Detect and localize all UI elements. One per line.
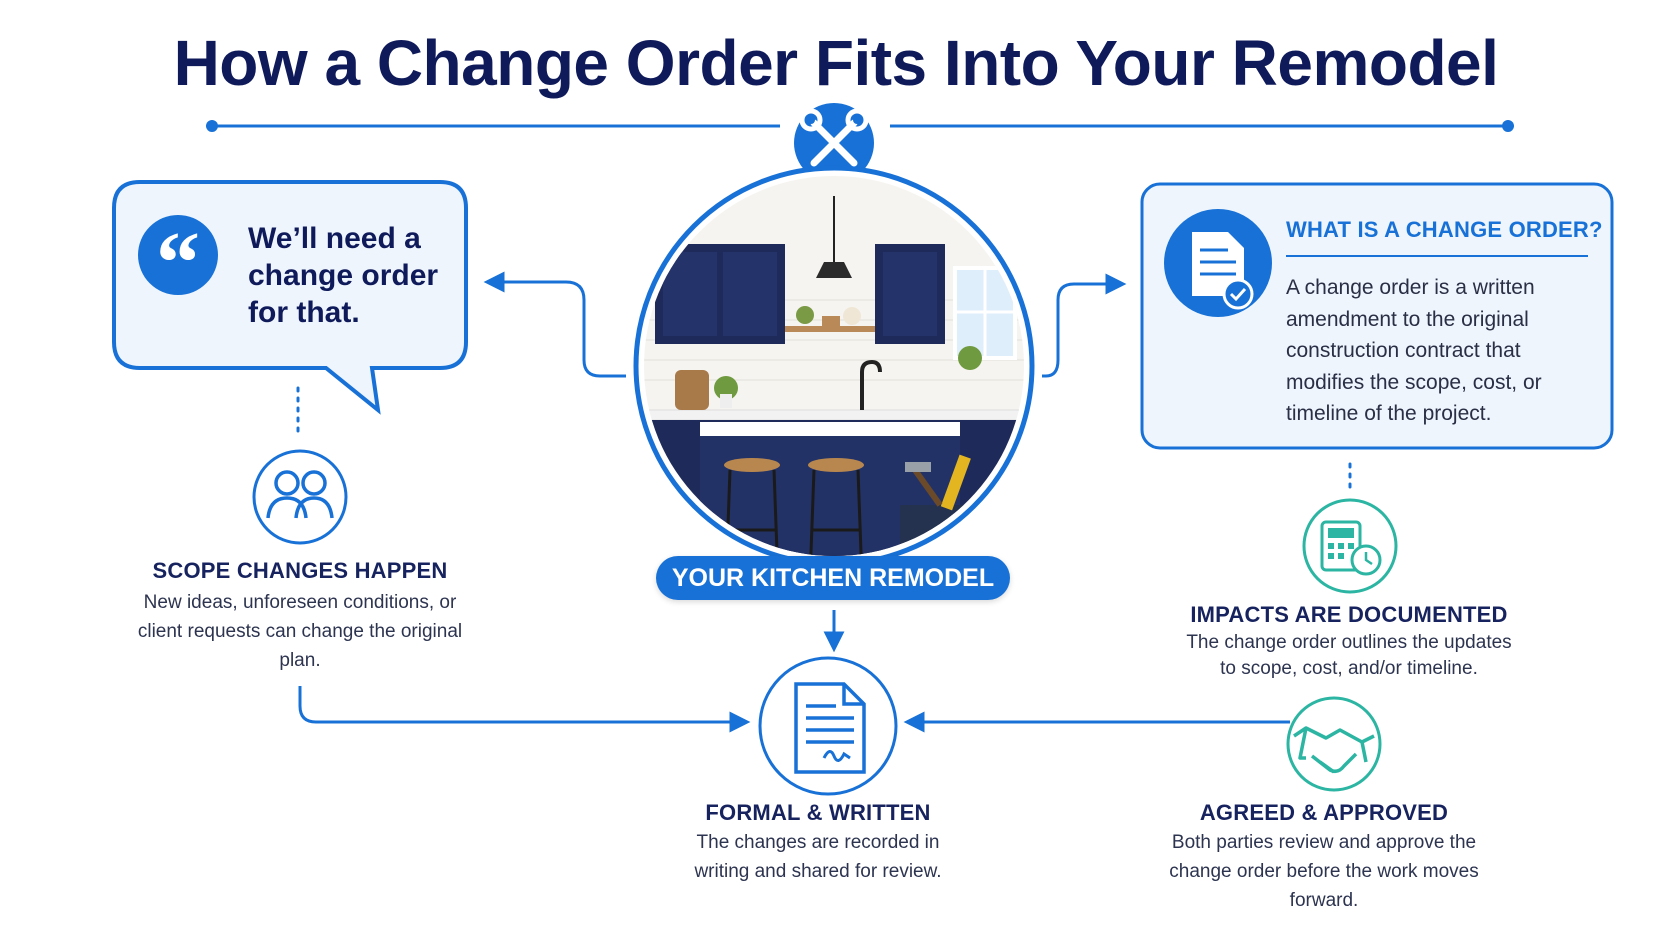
center-label: YOUR KITCHEN REMODEL — [656, 556, 1010, 600]
svg-text:“: “ — [156, 215, 200, 312]
calculator-clock-icon — [1302, 498, 1398, 594]
page-title: How a Change Order Fits Into Your Remode… — [173, 27, 1499, 99]
people-icon — [252, 449, 348, 545]
definition-body: A change order is a written amendment to… — [1286, 276, 1542, 425]
quote-icon: “ — [138, 215, 218, 312]
step-impacts-title: IMPACTS ARE DOCUMENTED — [1190, 602, 1508, 627]
step-scope-title: SCOPE CHANGES HAPPEN — [152, 558, 448, 583]
step-scope-body: New ideas, unforeseen conditions, or cli… — [137, 592, 463, 671]
step-scope: SCOPE CHANGES HAPPEN New ideas, unforese… — [120, 558, 480, 675]
kitchen-illustration — [633, 165, 1035, 567]
title-divider — [206, 120, 1514, 132]
document-check-icon — [1164, 209, 1272, 317]
step-agreed-title: AGREED & APPROVED — [1199, 800, 1449, 825]
step-agreed-body: Both parties review and approve the chan… — [1169, 832, 1479, 911]
step-formal-body: The changes are recorded in writing and … — [694, 832, 942, 882]
connectors — [298, 271, 1290, 733]
step-agreed: AGREED & APPROVED Both parties review an… — [1154, 800, 1494, 915]
tools-icon — [794, 103, 874, 183]
step-formal-title: FORMAL & WRITTEN — [705, 800, 931, 825]
step-formal: FORMAL & WRITTEN The changes are recorde… — [668, 800, 968, 886]
step-impacts: IMPACTS ARE DOCUMENTED The change order … — [1184, 602, 1514, 682]
definition-title: WHAT IS A CHANGE ORDER? — [1286, 217, 1603, 242]
step-impacts-body: The change order outlines the updates to… — [1186, 632, 1512, 679]
signed-document-icon — [758, 656, 898, 796]
dotted-connectors — [296, 386, 1352, 494]
quote-text: We’ll need a change order for that. — [248, 222, 439, 329]
handshake-icon — [1286, 696, 1382, 792]
